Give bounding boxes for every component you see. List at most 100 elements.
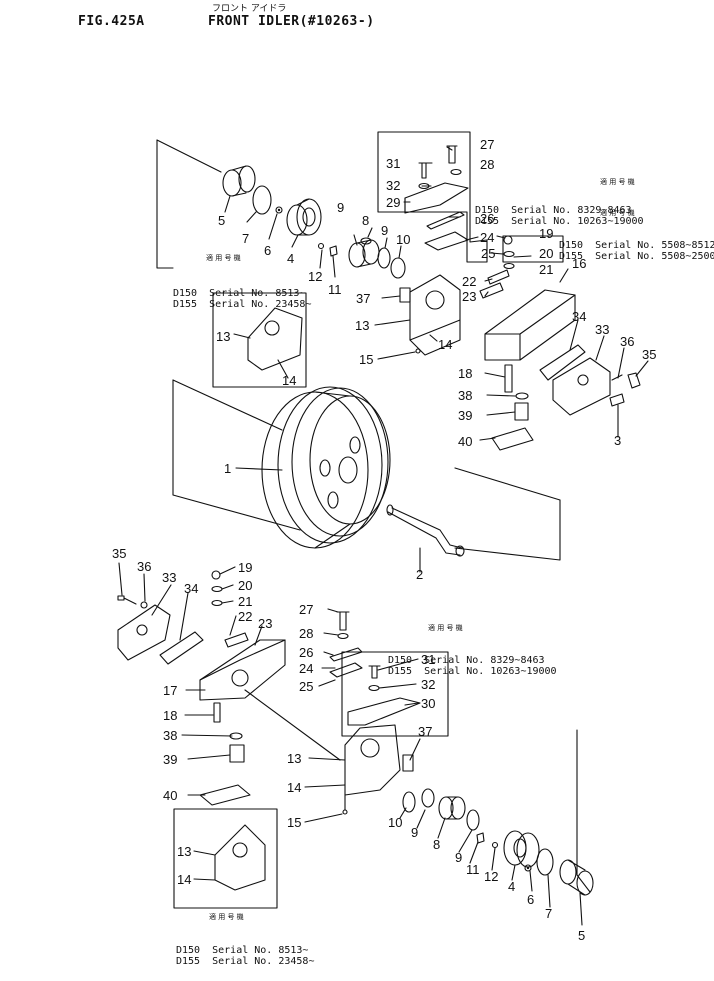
callout-number: 4 [287, 251, 295, 266]
callout-number: 6 [264, 243, 272, 258]
callout-number: 34 [572, 309, 587, 324]
serial-jp-caption: 適 用 号 機 [428, 624, 463, 632]
floating-seal-lower [503, 830, 540, 868]
pin-15-lower [342, 809, 348, 815]
callout-number: 40 [458, 434, 473, 449]
callout-number: 12 [484, 869, 499, 884]
washer-28-lower [337, 632, 349, 640]
figure-number: FIG.425A [78, 14, 145, 29]
callout-number: 19 [539, 226, 554, 241]
callout-number: 25 [481, 246, 496, 261]
yoke-16 [484, 289, 576, 361]
block-37-lower [402, 754, 414, 772]
leader-line [244, 689, 341, 761]
plate-24-lower [329, 662, 363, 678]
callout-number: 20 [539, 246, 554, 261]
plate-40-lower [199, 784, 251, 806]
bracket-box-shims [502, 235, 564, 263]
callout-number: 36 [620, 334, 635, 349]
callout-number: 18 [163, 708, 178, 723]
yoke-17 [199, 639, 286, 701]
support-bracket-lower [344, 724, 401, 811]
collar-39-lower [229, 744, 245, 763]
bolt-31 [418, 162, 430, 179]
ring-9b-lower [466, 809, 480, 831]
leader-line [172, 379, 301, 531]
callout-number: 26 [299, 645, 314, 660]
seal-6-lower [524, 864, 532, 872]
callout-number: 9 [455, 850, 463, 865]
callout-number: 8 [433, 837, 441, 852]
washer-38 [515, 392, 529, 400]
callout-number: 29 [386, 195, 401, 210]
washer-28 [450, 168, 462, 176]
leader-line [172, 379, 283, 431]
ring-10-lower [402, 791, 416, 813]
ring-9-lower [421, 788, 435, 808]
serial-jp-caption: 適 用 号 機 [206, 254, 241, 262]
serial-jp-caption: 適 用 号 機 [600, 209, 635, 217]
callout-number: 2 [416, 567, 424, 582]
callout-number: 26 [480, 211, 495, 226]
callout-number: 11 [466, 862, 480, 877]
bushing-upper-8 [348, 237, 380, 268]
callout-number: 13 [177, 844, 192, 859]
leader-line [156, 139, 222, 173]
callout-number: 15 [287, 815, 302, 830]
washer-32-lower [368, 684, 380, 692]
support-bracket-upper [409, 274, 461, 356]
callout-number: 31 [386, 156, 401, 171]
callout-number: 24 [480, 230, 495, 245]
plug-upper-12 [317, 242, 325, 250]
callout-number: 14 [177, 872, 192, 887]
diagram-title: FRONT IDLER(#10263-) [208, 14, 375, 29]
callout-number: 37 [418, 724, 433, 739]
plate-33-lower [117, 604, 171, 661]
pin-15 [415, 348, 421, 354]
seal-upper-6 [275, 206, 283, 214]
callout-number: 7 [242, 231, 250, 246]
callout-number: 30 [421, 696, 436, 711]
cap-bracket-lower [347, 697, 421, 726]
callout-number: 36 [137, 559, 152, 574]
callout-number: 38 [163, 728, 178, 743]
plate-26-lower [329, 647, 363, 662]
plate-40 [491, 427, 534, 451]
callout-number: 11 [328, 282, 342, 297]
washer-36-lower [140, 601, 148, 609]
callout-number: 15 [359, 352, 374, 367]
callout-number: 37 [356, 291, 371, 306]
shim-34 [539, 344, 586, 381]
callout-number: 35 [642, 347, 657, 362]
callout-number: 31 [421, 652, 436, 667]
bolt-3 [609, 393, 625, 407]
callout-number: 18 [458, 366, 473, 381]
shaft-2 [386, 504, 465, 557]
leader-line [454, 499, 561, 561]
title-kana: フロント アイドラ [212, 4, 287, 14]
plate-33 [552, 357, 611, 416]
idler-wheel [261, 386, 391, 549]
callout-number: 38 [458, 388, 473, 403]
callout-number: 33 [595, 322, 610, 337]
washer-20 [503, 250, 515, 258]
shim-34-lower [159, 631, 204, 665]
callout-number: 40 [163, 788, 178, 803]
callout-number: 28 [480, 157, 495, 172]
callout-number: 35 [112, 546, 127, 561]
callout-number: 23 [462, 289, 477, 304]
callout-number: 39 [458, 408, 473, 423]
leader-line [576, 729, 591, 893]
collar-5-lower [559, 859, 594, 896]
callout-number: 13 [216, 329, 231, 344]
callout-number: 6 [527, 892, 535, 907]
callout-number: 32 [386, 178, 401, 193]
plate-22-lower [224, 632, 249, 648]
callout-number: 22 [238, 609, 253, 624]
callout-number: 10 [388, 815, 403, 830]
callout-number: 24 [299, 661, 314, 676]
